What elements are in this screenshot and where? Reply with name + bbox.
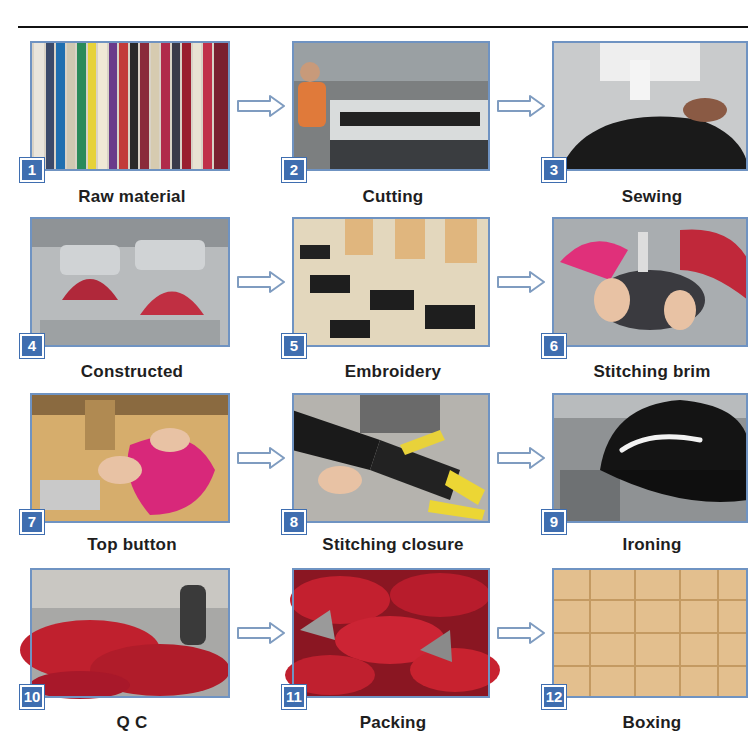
flow-arrow — [238, 96, 284, 116]
packing-photo — [285, 568, 500, 698]
step-caption: Cutting — [363, 187, 424, 207]
process-step: 7Top button — [30, 393, 230, 523]
step-caption: Q C — [117, 713, 148, 733]
step-number: 8 — [282, 510, 306, 534]
step-number: 5 — [282, 334, 306, 358]
step-caption: Sewing — [622, 187, 683, 207]
step-caption: Embroidery — [345, 362, 441, 382]
step-number: 10 — [20, 685, 44, 709]
step-number: 6 — [542, 334, 566, 358]
step-number: 12 — [542, 685, 566, 709]
step-caption: Top button — [87, 535, 176, 555]
fabric-photo — [30, 41, 230, 171]
step-number: 3 — [542, 158, 566, 182]
embroidery-photo — [292, 217, 490, 347]
cutting-photo — [292, 41, 490, 171]
step-number: 4 — [20, 334, 44, 358]
step-caption: Boxing — [623, 713, 682, 733]
flow-arrow — [238, 272, 284, 292]
button-photo — [30, 393, 230, 523]
flow-arrow — [498, 448, 544, 468]
qc-photo — [20, 568, 230, 699]
closure-photo — [292, 393, 490, 523]
step-caption: Stitching closure — [322, 535, 463, 555]
flow-arrow — [238, 623, 284, 643]
process-step: 9Ironing — [552, 393, 748, 523]
step-caption: Stitching brim — [593, 362, 710, 382]
step-caption: Constructed — [81, 362, 183, 382]
step-number: 9 — [542, 510, 566, 534]
step-number: 2 — [282, 158, 306, 182]
process-step: 8Stitching closure — [292, 393, 490, 523]
ironing-photo — [552, 393, 748, 523]
process-step: 10Q C — [30, 568, 230, 698]
process-step: 4Constructed — [30, 217, 230, 347]
process-step: 6Stitching brim — [552, 217, 748, 347]
process-step: 2Cutting — [292, 41, 490, 171]
step-number: 11 — [282, 685, 306, 709]
process-step: 12Boxing — [552, 568, 748, 698]
flow-arrow — [498, 623, 544, 643]
process-step: 3Sewing — [552, 41, 748, 171]
process-step: 5Embroidery — [292, 217, 490, 347]
flow-arrow — [238, 448, 284, 468]
flow-arrow — [498, 272, 544, 292]
process-step: 11Packing — [292, 568, 490, 698]
process-step: 1Raw material — [30, 41, 230, 171]
top-rule — [18, 26, 748, 28]
boxing-photo — [552, 568, 748, 698]
sewing-photo — [552, 41, 748, 171]
step-number: 1 — [20, 158, 44, 182]
step-caption: Raw material — [78, 187, 185, 207]
brim-photo — [552, 217, 748, 347]
flow-arrow — [498, 96, 544, 116]
press-photo — [30, 217, 230, 347]
step-caption: Packing — [360, 713, 427, 733]
step-caption: Ironing — [623, 535, 682, 555]
step-number: 7 — [20, 510, 44, 534]
